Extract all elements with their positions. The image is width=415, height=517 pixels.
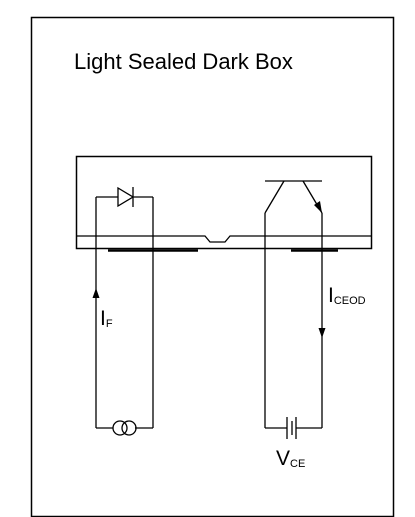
battery-symbol	[286, 417, 297, 439]
iceod-arrow-icon	[318, 328, 326, 338]
if-arrow-icon	[92, 288, 100, 298]
collector-emitter-loop	[264, 213, 323, 429]
phototransistor-symbol	[264, 180, 323, 214]
led-diode-symbol	[117, 186, 135, 208]
current-source-symbol	[112, 420, 137, 436]
emitter-arrow-icon	[314, 201, 322, 213]
outer-frame	[30, 16, 395, 517]
diagram-title: Light Sealed Dark Box	[74, 49, 293, 74]
if-label: IF	[100, 307, 113, 330]
box-base-line	[76, 235, 372, 243]
sealed-box	[75, 155, 373, 250]
forward-current-loop	[95, 196, 154, 429]
iceod-label: ICEOD	[328, 284, 366, 307]
vce-label: VCE	[276, 447, 305, 470]
